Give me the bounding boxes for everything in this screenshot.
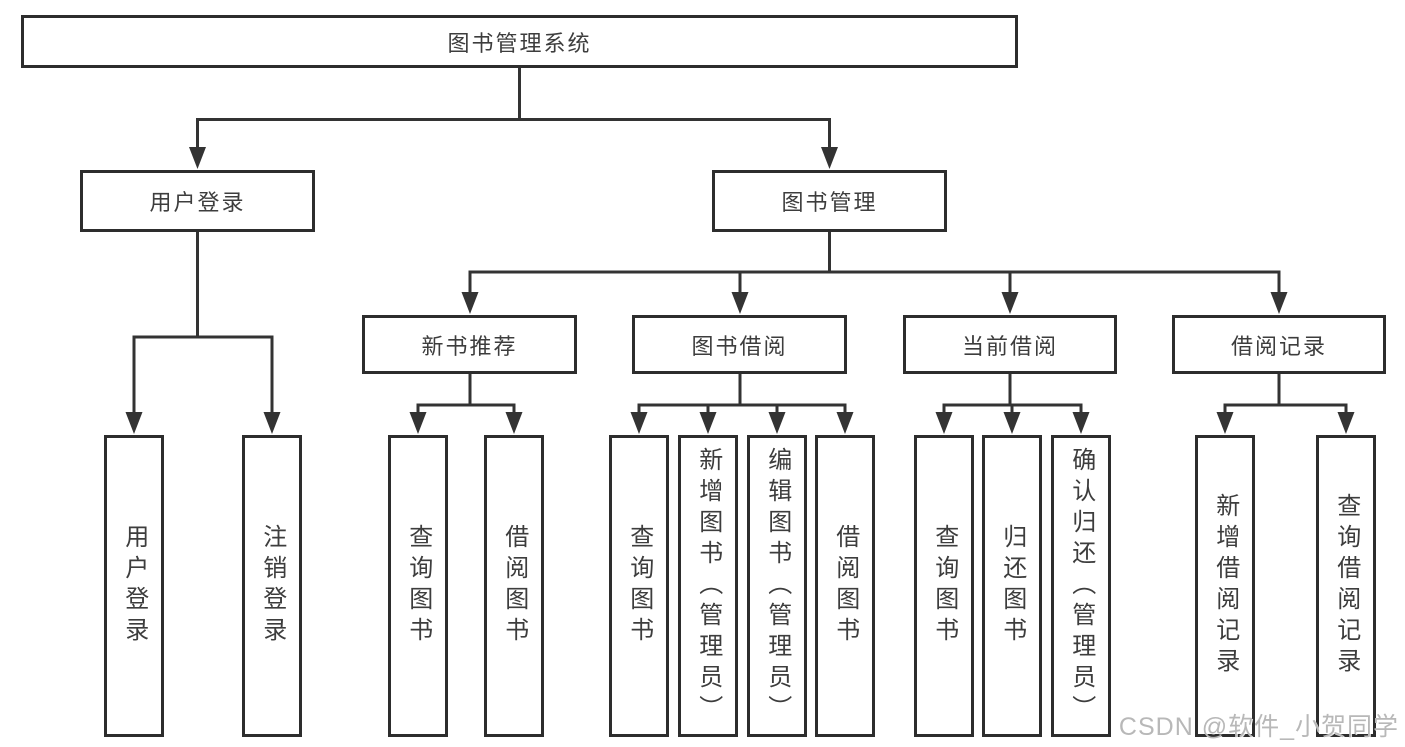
node-label: 图书管理 xyxy=(781,190,878,215)
arrowhead-down-icon xyxy=(189,147,206,169)
node-label: 图书管理系统 xyxy=(447,30,592,56)
node-current-borrowing: 当前借阅 xyxy=(903,315,1117,374)
arrowhead-down-icon xyxy=(821,147,838,169)
watermark-text: CSDN @软件_小贺同学 xyxy=(1118,713,1399,741)
node-label: 新增借阅记录 xyxy=(1211,493,1239,679)
arrowhead-down-icon xyxy=(630,412,648,434)
node-book-management: 图书管理 xyxy=(712,170,947,232)
node-label: 新书推荐 xyxy=(421,333,518,359)
arrowhead-down-icon xyxy=(505,412,523,434)
arrowhead-down-icon xyxy=(409,412,427,434)
arrowhead-down-icon xyxy=(836,412,854,434)
arrowhead-down-icon xyxy=(1072,412,1090,434)
leaf-add-books-admin: 新增图书（管理员） xyxy=(678,435,738,737)
leaf-query-books-borrow: 查询图书 xyxy=(609,435,669,737)
arrowhead-down-icon xyxy=(699,412,717,434)
leaf-borrow-books-recommend: 借阅图书 xyxy=(484,435,544,737)
arrowhead-down-icon xyxy=(263,412,281,434)
leaf-add-borrow-record: 新增借阅记录 xyxy=(1195,435,1255,737)
arrowhead-down-icon xyxy=(1216,412,1234,434)
leaf-borrow-books: 借阅图书 xyxy=(815,435,875,737)
node-label: 确认归还（管理员） xyxy=(1067,446,1095,726)
node-label: 借阅图书 xyxy=(831,524,859,648)
arrowhead-down-icon xyxy=(461,292,479,314)
node-label: 用户登录 xyxy=(149,190,246,215)
node-new-book-recommend: 新书推荐 xyxy=(362,315,577,374)
node-label: 查询图书 xyxy=(930,524,958,648)
node-label: 查询图书 xyxy=(404,524,432,648)
leaf-edit-books-admin: 编辑图书（管理员） xyxy=(747,435,807,737)
node-label: 查询借阅记录 xyxy=(1332,493,1360,679)
node-borrowing-records: 借阅记录 xyxy=(1172,315,1386,374)
node-label: 查询图书 xyxy=(625,524,653,648)
leaf-logout: 注销登录 xyxy=(242,435,302,737)
arrowhead-down-icon xyxy=(768,412,786,434)
arrowhead-down-icon xyxy=(1003,412,1021,434)
leaf-query-books-current: 查询图书 xyxy=(914,435,974,737)
node-user-login: 用户登录 xyxy=(80,170,315,232)
leaf-confirm-return-admin: 确认归还（管理员） xyxy=(1051,435,1111,737)
leaf-user-login: 用户登录 xyxy=(104,435,164,737)
arrowhead-down-icon xyxy=(1001,292,1019,314)
arrowhead-down-icon xyxy=(125,412,143,434)
node-root-system: 图书管理系统 xyxy=(21,15,1018,68)
node-label: 新增图书（管理员） xyxy=(694,446,722,726)
node-label: 借阅记录 xyxy=(1230,333,1327,359)
node-book-borrowing: 图书借阅 xyxy=(632,315,847,374)
node-label: 归还图书 xyxy=(998,524,1026,648)
arrowhead-down-icon xyxy=(1270,292,1288,314)
node-label: 编辑图书（管理员） xyxy=(763,446,791,726)
node-label: 用户登录 xyxy=(120,524,148,648)
arrowhead-down-icon xyxy=(1337,412,1355,434)
arrowhead-down-icon xyxy=(731,292,749,314)
node-label: 图书借阅 xyxy=(691,333,788,359)
leaf-query-borrow-record: 查询借阅记录 xyxy=(1316,435,1376,737)
arrowhead-down-icon xyxy=(935,412,953,434)
node-label: 当前借阅 xyxy=(961,333,1058,359)
leaf-return-books: 归还图书 xyxy=(982,435,1042,737)
node-label: 注销登录 xyxy=(258,524,286,648)
leaf-query-books-recommend: 查询图书 xyxy=(388,435,448,737)
node-label: 借阅图书 xyxy=(500,524,528,648)
